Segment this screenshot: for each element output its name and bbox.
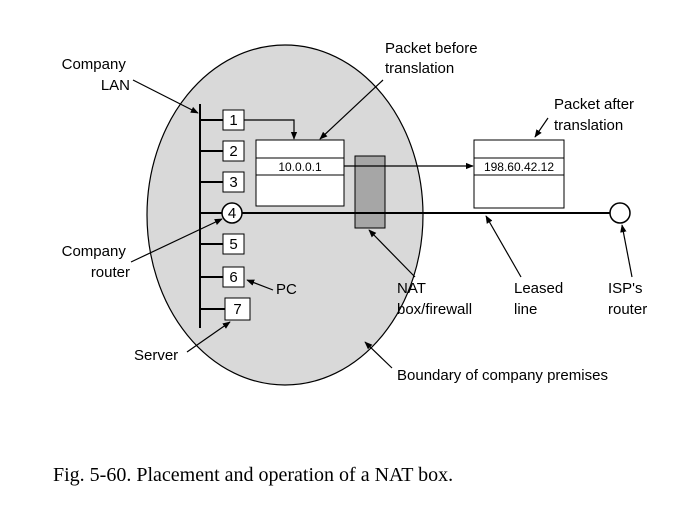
label-packet-before: Packet before translation [385, 40, 482, 77]
label-nat-box: NAT box/firewall [397, 280, 472, 318]
host-5-label: 5 [229, 236, 237, 253]
callout-leased-line [485, 215, 522, 278]
label-isp-router: ISP's router [608, 280, 647, 318]
callout-nat [368, 229, 416, 278]
label-leased-line: Leased line [514, 280, 567, 318]
label-company-lan: Company LAN [62, 56, 130, 94]
label-packet-after: Packet after translation [554, 96, 638, 134]
figure-caption: Fig. 5-60. Placement and operation of a … [53, 464, 453, 486]
nat-box [354, 155, 386, 229]
host-3: 3 [222, 171, 245, 193]
label-server: Server [134, 347, 178, 364]
lan-stubs [200, 119, 225, 310]
host-7-server: 7 [224, 297, 251, 321]
host-6-label: 6 [229, 269, 237, 286]
callout-server [186, 321, 231, 353]
callout-company-router [130, 218, 223, 263]
host-1: 1 [222, 109, 245, 131]
isp-router-node [609, 202, 631, 224]
packet-before-address: 10.0.0.1 [278, 160, 322, 174]
host-5: 5 [222, 233, 245, 255]
host-2-label: 2 [229, 143, 237, 160]
callout-packet-after [534, 117, 549, 138]
router-4-label: 4 [228, 205, 236, 222]
company-premises-boundary [146, 44, 424, 386]
host-3-label: 3 [229, 174, 237, 191]
callouts [130, 79, 633, 369]
host-2: 2 [222, 140, 245, 162]
callout-boundary [364, 341, 393, 369]
lan-to-packet-arrow [244, 119, 298, 140]
packet-after: 198.60.42.12 [473, 139, 565, 209]
host-6-pc: 6 [222, 266, 245, 288]
callout-company-lan [132, 79, 199, 114]
packet-before: 10.0.0.1 [255, 139, 345, 207]
callout-packet-before [319, 79, 384, 140]
host-1-label: 1 [229, 112, 237, 129]
label-company-router: Company router [62, 243, 130, 281]
callout-isp-router [620, 224, 633, 278]
packet-after-address: 198.60.42.12 [484, 160, 554, 174]
label-pc: PC [276, 281, 297, 298]
callout-pc [246, 279, 274, 291]
company-router-node: 4 [221, 202, 243, 224]
label-boundary: Boundary of company premises [397, 367, 608, 384]
host-7-label: 7 [233, 301, 241, 318]
